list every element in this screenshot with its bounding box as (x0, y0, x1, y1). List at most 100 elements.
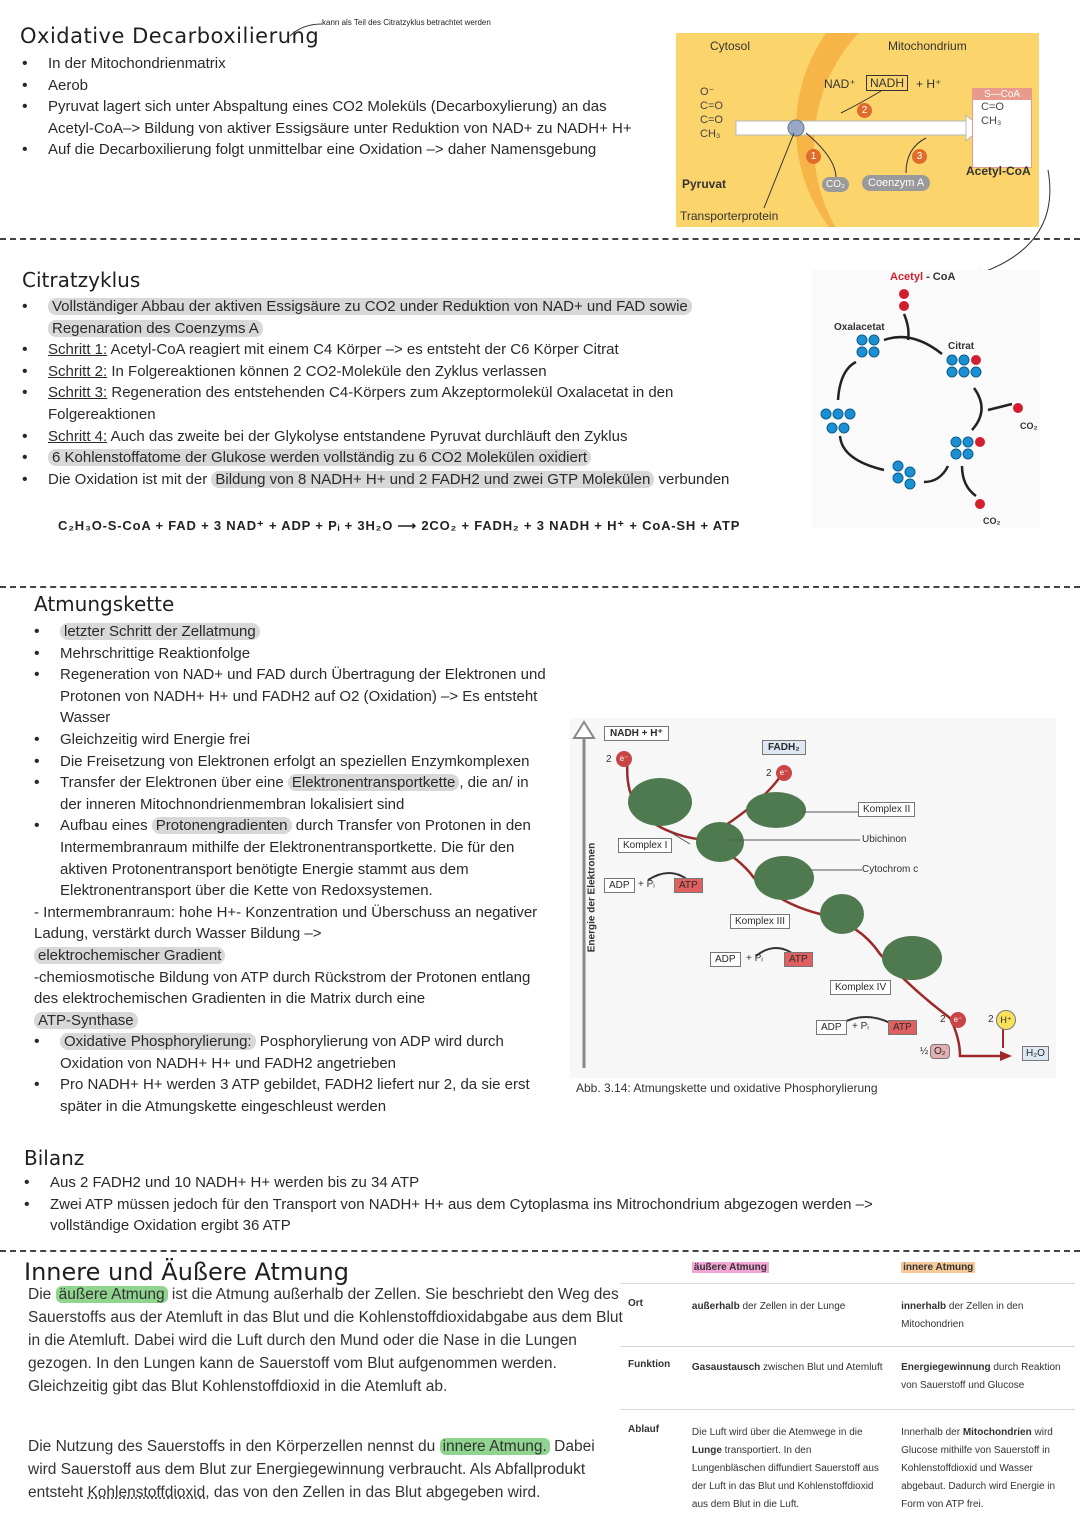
h2o-box: H₂O (1022, 1046, 1049, 1061)
fadh2-box: FADH₂ (762, 740, 806, 755)
highlight-text: letzter Schritt der Zellatmung (60, 623, 260, 640)
bullet: Pyruvat lagert sich unter Abspaltung ein… (22, 96, 642, 139)
step-1-badge: 1 (806, 149, 821, 164)
step-label: Schritt 3: (48, 384, 108, 402)
table-cell: Gasaustausch zwischen Blut und Atemluft (692, 1353, 893, 1401)
bullet: Die Freisetzung von Elektronen erfolgt a… (34, 751, 554, 773)
cell-bold: Mitochondrien (962, 1427, 1032, 1438)
decarboxylation-figure: Cytosol Mitochondrium NAD⁺ NADH + H⁺ 2 1… (676, 33, 1039, 227)
atp-box: ATP (888, 1020, 917, 1035)
bullet: 6 Kohlenstoffatome der Glukose werden vo… (22, 447, 782, 469)
half-label: ½ (920, 1046, 929, 1057)
electron-badge: e⁻ (776, 765, 792, 781)
cytochrom-c-label: Cytochrom c (862, 864, 919, 875)
citratzyklus-molecules (820, 289, 1023, 509)
sub-paragraph: - Intermembranraum: hohe H+- Konzentrati… (34, 902, 554, 967)
step-text: Regeneration des entstehenden C4-Körpers… (48, 384, 674, 423)
section-title-innere-aeussere-atmung: Innere und Äußere Atmung (24, 1258, 349, 1286)
step-3-badge: 3 (912, 149, 927, 164)
section-title-atmungskette: Atmungskette (34, 592, 175, 616)
nad-label: NAD⁺ (824, 77, 856, 91)
highlight-text: Vollständiger Abbau der aktiven Essigsäu… (48, 298, 692, 315)
bullet: Regeneration von NAD+ und FAD durch Über… (34, 664, 554, 729)
cell-text: zwischen Blut und Atemluft (760, 1362, 883, 1373)
cytosol-label: Cytosol (710, 39, 751, 53)
table-cell: Die Luft wird über die Atemwege in die L… (692, 1418, 893, 1520)
nadh-box: NADH + H⁺ (604, 726, 669, 741)
section-title-bilanz: Bilanz (24, 1146, 85, 1170)
komplex-iii-label: Komplex III (730, 914, 791, 929)
proton-badge: H⁺ (996, 1010, 1016, 1030)
row-label: Ablauf (628, 1424, 660, 1435)
adp-box: ADP (710, 952, 741, 967)
step-label: Schritt 4: (48, 427, 108, 445)
step-text: In Folgereaktionen können 2 CO2-Moleküle… (107, 362, 547, 380)
oxalacetat-label: Oxalacetat (834, 322, 885, 333)
bullet: Zwei ATP müssen jedoch für den Transport… (24, 1194, 884, 1237)
hplus-label: + H⁺ (916, 77, 942, 91)
bullet: Gleichzeitig wird Energie frei (34, 729, 554, 751)
atp-box: ATP (784, 952, 813, 967)
atmungskette-bullets: letzter Schritt der Zellatmung Mehrschri… (34, 621, 554, 1118)
table-cell: Innerhalb der Mitochondrien wird Glucose… (893, 1418, 1075, 1520)
bullet: Oxidative Phosphorylierung: Posphorylier… (34, 1031, 554, 1074)
cell-text: wird Glucose mithilfe von Sauerstoff in … (901, 1427, 1056, 1510)
bullet: Schritt 1: Acetyl-CoA reagiert mit einem… (22, 339, 782, 361)
bullet: Aufbau eines Protonengradienten durch Tr… (34, 815, 554, 901)
cell-text: transportiert. In den Lungenbläschen dif… (691, 1445, 879, 1510)
highlight-text: ATP-Synthase (34, 1011, 138, 1029)
bullet: Transfer der Elektronen über eine Elektr… (34, 772, 554, 815)
row-label: Funktion (628, 1359, 671, 1370)
innere-atmung-paragraph: Die Nutzung des Sauerstoffs in den Körpe… (28, 1435, 608, 1504)
cell-text: Innerhalb der (901, 1427, 963, 1438)
atmungskette-figure: NADH + H⁺ 2 e⁻ FADH₂ 2 e⁻ Komplex II Ubi… (570, 718, 1056, 1078)
bullet: In der Mitochondrienmatrix (22, 53, 642, 75)
cell-bold: Energiegewinnung (901, 1362, 991, 1373)
side-note: kann als Teil des Citratzyklus betrachte… (322, 18, 491, 27)
scoa-label: S—CoA (973, 89, 1031, 100)
step-2-badge: 2 (857, 103, 872, 118)
electron-count: 2 (766, 768, 772, 779)
paragraph-text: Die Nutzung des Sauerstoffs in den Körpe… (28, 1438, 440, 1455)
coa-text: - CoA (923, 271, 956, 283)
step-label: Schritt 2: (48, 362, 108, 380)
cell-text: der Zellen in den Mitochondrien (901, 1301, 1024, 1330)
highlight-text: Regenaration des Coenzyms A (48, 319, 263, 337)
highlight-text: Protonengradienten (151, 817, 292, 835)
pyruvat-label: Pyruvat (682, 177, 727, 191)
table-header-row: äußere Atmung innere Atmung (620, 1253, 1075, 1284)
header-innere: innere Atmung (901, 1262, 976, 1273)
highlight-text: Elektronentransportkette (287, 774, 460, 792)
komplex-iv-label: Komplex IV (830, 980, 892, 995)
citratzyklus-equation: C₂H₃O-S-CoA + FAD + 3 NAD⁺ + ADP + Pᵢ + … (58, 518, 741, 533)
y-axis-label: Energie der Elektronen (586, 842, 598, 953)
citrat-label: Citrat (948, 341, 975, 352)
table-cell: Energiegewinnung durch Reaktion von Saue… (893, 1353, 1075, 1401)
adp-box: ADP (604, 878, 635, 893)
section-title-oxidative-decarboxilierung: Oxidative Decarboxilierung (20, 24, 320, 48)
paragraph-text: Die (28, 1286, 56, 1303)
bullet: Die Oxidation ist mit der Bildung von 8 … (22, 469, 782, 491)
o2-box: O₂ (930, 1044, 950, 1059)
paragraph-text: Dabei wird Sauerstoff aus dem Blut zur E… (28, 1438, 595, 1501)
sub-paragraph: -chemiosmotische Bildung von ATP durch R… (34, 967, 554, 1032)
bullet: Auf die Decarboxilierung folgt unmittelb… (22, 139, 642, 161)
cell-text: durch Reaktion von Sauerstoff und Glucos… (901, 1362, 1061, 1391)
komplex-i-label: Komplex I (618, 838, 673, 853)
bullet-text: durch Transfer von Protonen in den Inter… (60, 817, 531, 900)
step-label: Schritt 1: (48, 341, 108, 359)
co2-bubble: CO₂ (822, 177, 849, 192)
note-arrow (289, 23, 323, 37)
table-row: Ort außerhalb der Zellen in der Lunge in… (620, 1284, 1075, 1347)
bullet-text: Aufbau eines (60, 817, 152, 835)
section-divider (0, 1250, 1080, 1252)
electron-badge: e⁻ (950, 1012, 966, 1028)
figure-caption: Abb. 3.14: Atmungskette und oxidative Ph… (576, 1081, 878, 1095)
aeussere-atmung-paragraph: Die äußere Atmung ist die Atmung außerha… (28, 1283, 628, 1398)
underlined-text: Kohlenstoffdioxid (87, 1484, 206, 1501)
bullet-text: verbunden (654, 470, 730, 488)
cell-text: der Zellen in der Lunge (739, 1301, 846, 1312)
pi-label: + Pᵢ (852, 1021, 869, 1032)
cell-bold: innerhalb (901, 1301, 947, 1312)
